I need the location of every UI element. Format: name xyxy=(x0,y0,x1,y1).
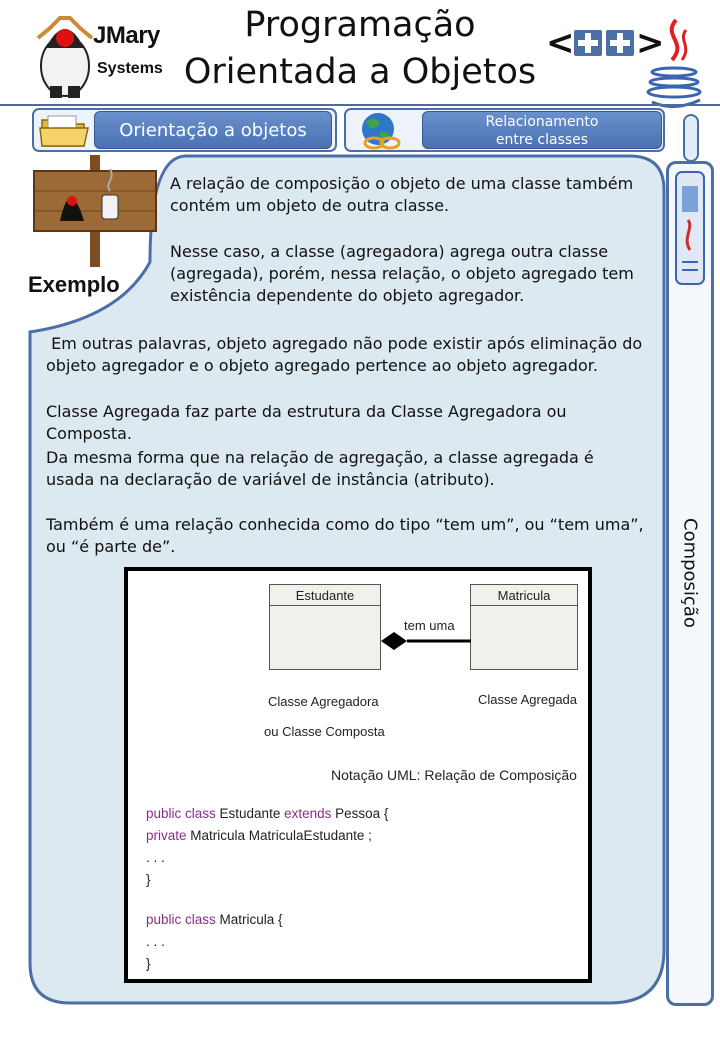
caption-composta: ou Classe Composta xyxy=(264,724,385,739)
svg-text:>: > xyxy=(636,23,664,62)
header-divider xyxy=(0,104,720,106)
cpp-logo-icon: < > xyxy=(546,23,664,62)
example-label: Exemplo xyxy=(28,272,120,297)
scroll-document-icon xyxy=(675,171,705,285)
uml-code-figure: Estudante Matricula tem uma Classe Agreg… xyxy=(124,567,592,983)
code-line-4: } xyxy=(146,872,151,887)
code-line-6: . . . xyxy=(146,934,165,949)
brand-subname: Systems xyxy=(97,60,163,77)
composition-diamond-icon xyxy=(381,632,407,650)
nav2-line-2: entre classes xyxy=(495,131,589,148)
uml-class-matricula-name: Matricula xyxy=(471,585,577,606)
paragraph-4: Classe Agregada faz parte da estrutura d… xyxy=(46,402,567,443)
paragraph-3: Em outras palavras, objeto agregado não … xyxy=(46,334,648,375)
paragraph-6: Também é uma relação conhecida como do t… xyxy=(46,515,644,556)
paragraph-1: A relação de composição o objeto de uma … xyxy=(170,174,634,215)
uml-class-estudante-name: Estudante xyxy=(270,585,380,606)
side-topic-label: Composição xyxy=(679,518,701,628)
folder-icon xyxy=(39,115,89,147)
composition-association xyxy=(381,632,471,650)
code-line-3: . . . xyxy=(146,850,165,865)
duke-sign-illustration xyxy=(33,155,157,267)
caption-agregada: Classe Agregada xyxy=(478,692,578,707)
uml-class-estudante: Estudante xyxy=(269,584,381,670)
nav-orientacao-objetos-button[interactable]: Orientação a objetos xyxy=(94,111,332,149)
code-line-5: public class Matricula { xyxy=(146,912,283,927)
code-line-2: private Matricula MatriculaEstudante ; xyxy=(146,828,372,843)
nav2-line-1: Relacionamento xyxy=(485,113,599,130)
duke-mascot-logo xyxy=(36,16,94,98)
paragraph-5: Da mesma forma que na relação de agregaç… xyxy=(46,448,594,489)
title-line-1: Programação xyxy=(244,5,476,45)
svg-text:<: < xyxy=(546,23,575,62)
side-topic-bar xyxy=(666,161,714,1006)
association-label: tem uma xyxy=(404,618,455,633)
uml-class-matricula: Matricula xyxy=(470,584,578,670)
paragraph-2: Nesse caso, a classe (agregadora) agrega… xyxy=(170,242,634,305)
notation-caption: Notação UML: Relação de Composição xyxy=(331,767,577,783)
caption-agregadora: Classe Agregadora xyxy=(268,694,379,709)
title-line-2: Orientada a Objetos xyxy=(183,52,537,92)
code-line-7: } xyxy=(146,956,151,971)
code-line-1: public class Estudante extends Pessoa { xyxy=(146,806,389,821)
page-title: Programação Orientada a Objetos xyxy=(150,2,570,96)
java-cup-icon xyxy=(646,18,702,108)
nav-relacionamento-button[interactable]: Relacionamento entre classes xyxy=(422,111,662,149)
brand-name: JMary xyxy=(93,22,160,49)
globe-network-icon xyxy=(362,113,401,150)
